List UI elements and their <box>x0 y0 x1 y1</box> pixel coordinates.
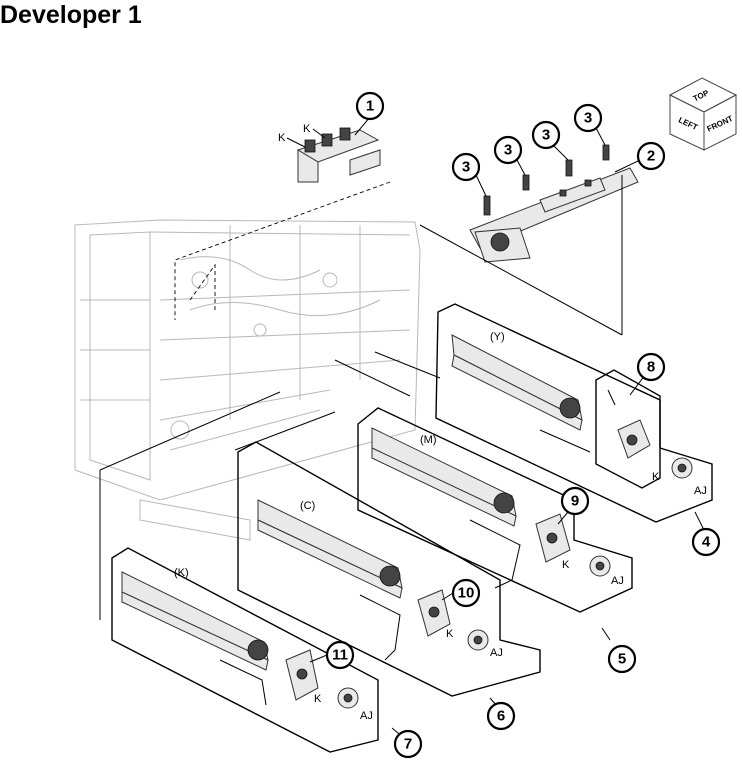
callout-2: 2 <box>636 141 666 171</box>
svg-text:3: 3 <box>584 110 592 127</box>
callout-8: 8 <box>636 352 666 382</box>
part-5-gear <box>589 555 611 577</box>
svg-text:4: 4 <box>702 534 711 551</box>
callout-3b: 3 <box>493 135 523 165</box>
callout-11: 11 <box>325 640 355 670</box>
part-8-cover <box>607 389 651 459</box>
callout-10: 10 <box>451 578 481 608</box>
developer-unit-k <box>121 571 269 706</box>
printer-frame-ghost <box>74 219 421 541</box>
label-k-4: K <box>652 471 660 483</box>
label-aj-7: AJ <box>360 710 373 722</box>
part-1-connector-bracket <box>296 127 381 183</box>
svg-text:6: 6 <box>497 708 505 725</box>
orientation-cube: TOP LEFT FRONT <box>668 77 738 151</box>
label-k-top-b: K <box>303 123 311 135</box>
developer-unit-c <box>257 499 403 661</box>
label-aj-4: AJ <box>694 485 707 497</box>
label-k-5: K <box>562 559 570 571</box>
callout-6: 6 <box>486 701 516 731</box>
svg-text:3: 3 <box>542 127 550 144</box>
callout-9: 9 <box>560 486 590 516</box>
dash-leader-1 <box>174 181 391 320</box>
callout-4: 4 <box>691 527 721 557</box>
assembly-4-outline <box>435 303 713 523</box>
label-unit-k: (K) <box>174 567 189 579</box>
part-2-drive-assembly <box>469 167 639 263</box>
svg-text:8: 8 <box>647 359 655 376</box>
assembly-7-outline <box>111 547 379 753</box>
part-6-gear <box>467 629 489 651</box>
callout-7: 7 <box>393 729 423 759</box>
svg-text:1: 1 <box>366 98 374 115</box>
label-unit-c: (C) <box>300 500 315 512</box>
svg-text:5: 5 <box>618 651 626 668</box>
label-unit-m: (M) <box>420 434 437 446</box>
page-title: Developer 1 <box>0 1 142 29</box>
svg-text:11: 11 <box>332 647 348 664</box>
developer-unit-y <box>451 334 591 453</box>
label-aj-5: AJ <box>611 575 624 587</box>
svg-text:3: 3 <box>504 142 512 159</box>
svg-text:2: 2 <box>647 148 655 165</box>
part-9-cover <box>535 513 571 563</box>
svg-text:3: 3 <box>462 159 470 176</box>
svg-text:7: 7 <box>404 736 412 753</box>
label-unit-y: (Y) <box>490 331 505 343</box>
svg-text:9: 9 <box>571 493 579 510</box>
callout-3c: 3 <box>531 120 561 150</box>
part-3-pins <box>483 144 610 216</box>
assembly-6-outline <box>237 441 541 697</box>
callout-5: 5 <box>607 644 637 674</box>
dash-leader-2 <box>189 263 216 310</box>
svg-text:10: 10 <box>458 585 475 602</box>
part-7-gear <box>337 687 359 709</box>
label-k-7: K <box>314 693 322 705</box>
callout-1: 1 <box>355 91 385 121</box>
part-8-box <box>595 369 661 489</box>
callout-3d: 3 <box>573 103 603 133</box>
part-4-gear <box>671 457 693 479</box>
assembly-5-outline <box>357 407 633 613</box>
label-k-6: K <box>446 628 454 640</box>
callout-3a: 3 <box>451 152 481 182</box>
label-k-top-a: K <box>278 132 286 144</box>
label-aj-6: AJ <box>490 647 503 659</box>
developer-unit-m <box>371 427 521 589</box>
part-11-cover <box>285 649 319 701</box>
part-10-cover <box>417 589 451 637</box>
